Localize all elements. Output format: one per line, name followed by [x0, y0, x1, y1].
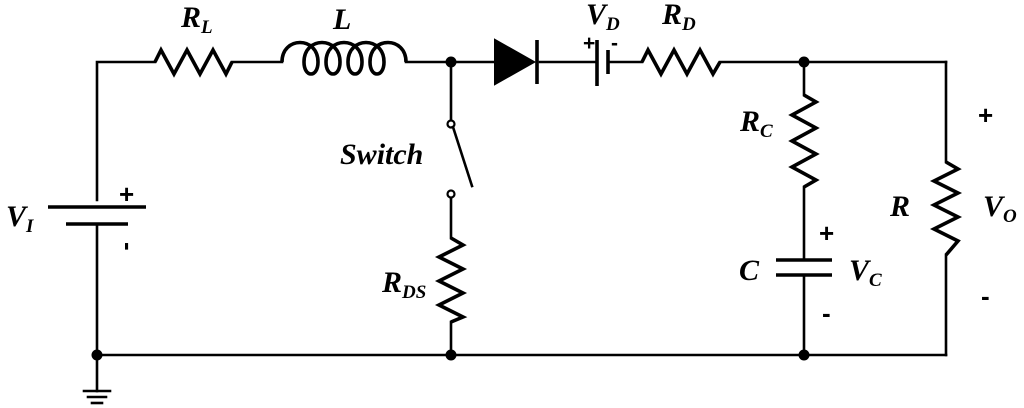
label-vc: VC [849, 254, 882, 291]
switch [446, 119, 474, 199]
vd-plus-sign: + [583, 32, 595, 55]
vo-plus-sign: + [978, 100, 993, 130]
label-switch: Switch [340, 138, 423, 171]
label-rds: RDS [381, 266, 426, 303]
capacitor-c [776, 258, 832, 277]
label-rl: RL [180, 1, 213, 38]
junction-rc-top [798, 56, 810, 68]
label-rd: RD [661, 0, 696, 35]
label-l: L [332, 3, 351, 36]
wire-top-left [95, 60, 157, 202]
label-vi: VI [6, 200, 34, 237]
ground-icon [82, 389, 112, 405]
label-rc: RC [739, 105, 773, 142]
diode [494, 38, 539, 86]
voltage-source-vd [595, 40, 610, 86]
vi-minus-sign: - [114, 242, 144, 251]
voltage-source-vi [48, 205, 146, 226]
resistor-rc [788, 93, 820, 189]
resistor-rds [434, 236, 468, 324]
resistor-rl [153, 46, 234, 78]
resistor-r-load [929, 160, 963, 257]
junction-cap-bottom [798, 349, 810, 361]
label-vo: VO [983, 190, 1017, 227]
junction-ground [91, 349, 103, 361]
vc-plus-sign: + [819, 218, 834, 248]
label-c: C [739, 254, 760, 287]
vd-minus-sign: - [611, 32, 618, 55]
resistor-rd [640, 46, 722, 78]
inductor-l [280, 40, 408, 76]
junctions [91, 56, 810, 361]
label-vd: VD [586, 0, 620, 35]
junction-switch-top [445, 56, 457, 68]
vo-minus-sign: - [981, 281, 990, 311]
junction-rds-bottom [445, 349, 457, 361]
vc-minus-sign: - [822, 298, 831, 328]
label-r: R [889, 190, 910, 223]
vi-plus-sign: + [119, 179, 134, 209]
